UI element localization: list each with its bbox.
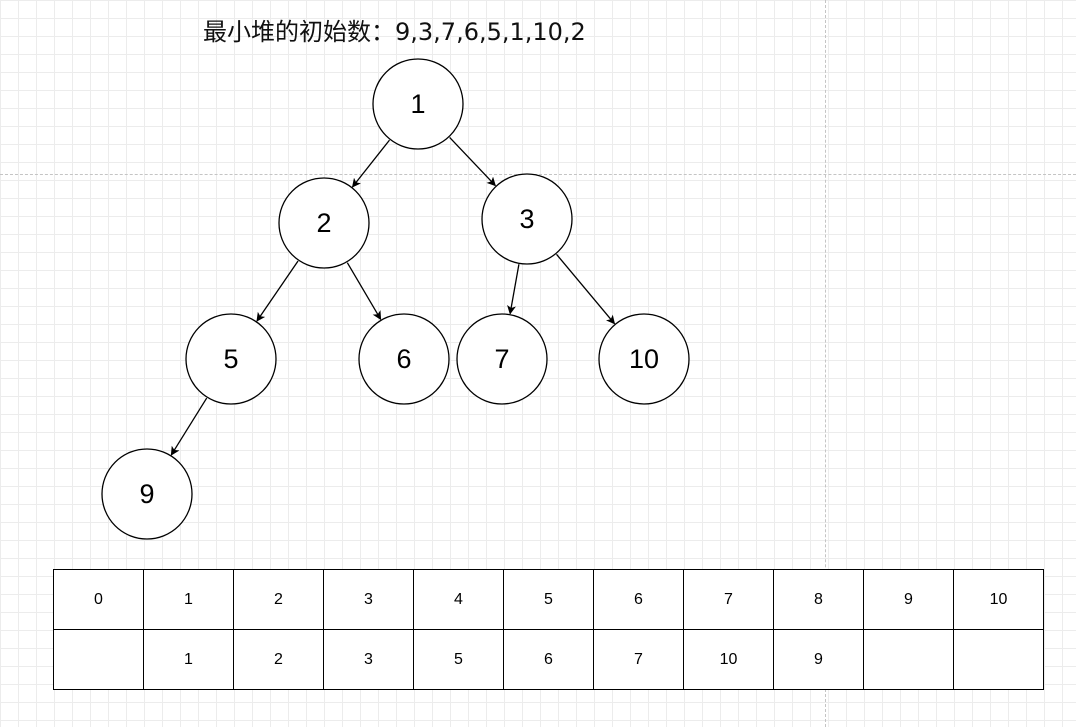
edge-n2-n5 — [256, 260, 299, 322]
tree-node-5: 5 — [185, 313, 277, 405]
node-label: 3 — [519, 204, 534, 234]
tree-node-2: 2 — [278, 177, 370, 269]
tree-node-10: 10 — [598, 313, 690, 405]
node-label: 7 — [494, 344, 509, 374]
value-cell-10 — [953, 629, 1044, 690]
index-cell-3: 3 — [323, 569, 414, 630]
index-cell-8: 8 — [773, 569, 864, 630]
value-cell-9 — [863, 629, 954, 690]
value-cell-1: 1 — [143, 629, 234, 690]
tree-node-9: 9 — [101, 448, 193, 540]
tree-node-1: 1 — [372, 58, 464, 150]
index-cell-7: 7 — [683, 569, 774, 630]
node-circle — [278, 177, 370, 269]
edge-n5-n9 — [170, 397, 208, 456]
node-label: 10 — [629, 344, 659, 374]
value-cell-3: 3 — [323, 629, 414, 690]
index-cell-1: 1 — [143, 569, 234, 630]
tree-node-6: 6 — [358, 313, 450, 405]
value-cell-8: 9 — [773, 629, 864, 690]
index-cell-2: 2 — [233, 569, 324, 630]
node-label: 9 — [139, 479, 154, 509]
value-cell-7: 10 — [683, 629, 774, 690]
tree-node-3: 3 — [481, 173, 573, 265]
node-circle — [358, 313, 450, 405]
index-cell-9: 9 — [863, 569, 954, 630]
edge-n3-n7 — [507, 264, 520, 315]
node-label: 1 — [410, 89, 425, 119]
index-cell-5: 5 — [503, 569, 594, 630]
node-circle — [598, 313, 690, 405]
node-label: 5 — [223, 344, 238, 374]
index-cell-6: 6 — [593, 569, 684, 630]
edge-n2-n6 — [346, 262, 382, 321]
vertical-guide-line — [825, 0, 826, 727]
node-circle — [101, 448, 193, 540]
tree-node-7: 7 — [456, 313, 548, 405]
value-cell-4: 5 — [413, 629, 504, 690]
horizontal-guide-line — [0, 174, 1076, 175]
edge-n3-n10 — [555, 253, 616, 325]
index-cell-4: 4 — [413, 569, 504, 630]
value-cell-2: 2 — [233, 629, 324, 690]
tree-nodes: 1 2 3 5 6 7 10 9 — [101, 58, 690, 540]
heap-tree: 1 2 3 5 6 7 10 9 — [101, 58, 690, 540]
value-cell-0 — [53, 629, 144, 690]
node-circle — [185, 313, 277, 405]
node-circle — [481, 173, 573, 265]
edge-n1-n3 — [449, 136, 496, 187]
index-cell-10: 10 — [953, 569, 1044, 630]
node-label: 2 — [316, 208, 331, 238]
node-label: 6 — [396, 344, 411, 374]
node-circle — [456, 313, 548, 405]
diagram-title: 最小堆的初始数：9,3,7,6,5,1,10,2 — [203, 18, 586, 46]
node-circle — [372, 58, 464, 150]
edge-n1-n2 — [351, 139, 390, 188]
value-cell-5: 6 — [503, 629, 594, 690]
value-cell-6: 7 — [593, 629, 684, 690]
tree-edges — [170, 136, 616, 456]
index-cell-0: 0 — [53, 569, 144, 630]
